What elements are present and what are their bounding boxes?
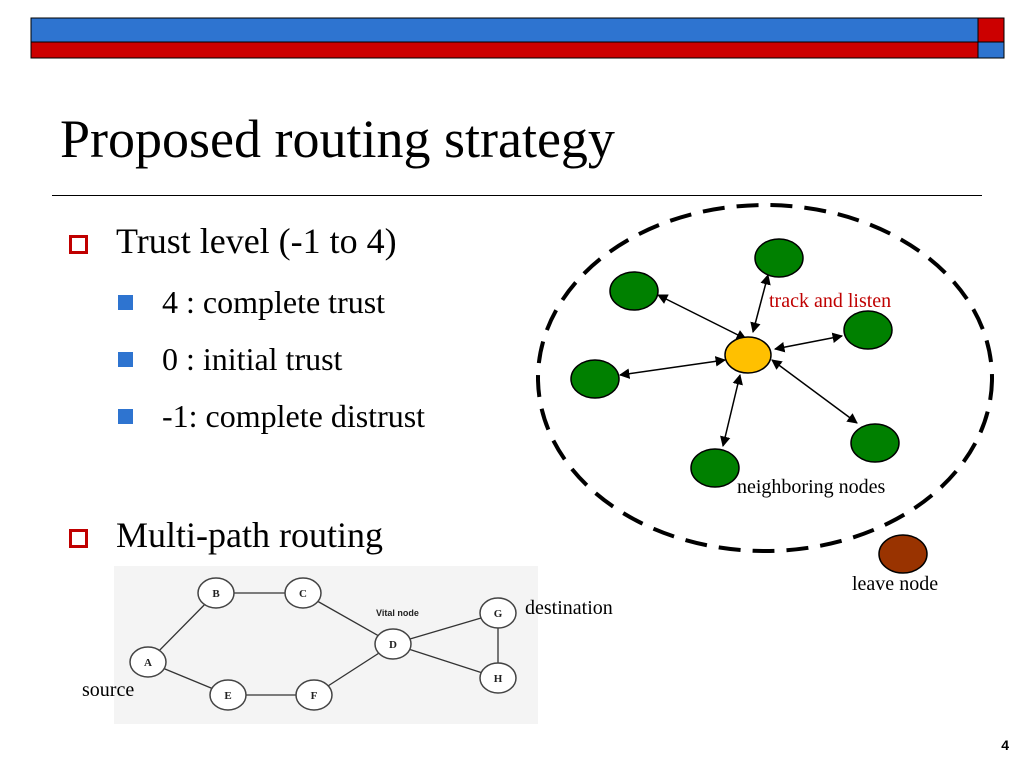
- header-corner-blue: [977, 41, 1005, 59]
- link-arrow: [720, 373, 743, 448]
- trust-neighborhood-diagram: [536, 203, 994, 574]
- neighbor-node: [843, 310, 893, 350]
- neighbor-node: [850, 423, 900, 463]
- link-arrow: [771, 359, 858, 424]
- bullet-trust-level: Trust level (-1 to 4): [116, 221, 397, 261]
- destination-label: destination: [525, 597, 613, 619]
- graph-node-e: [209, 679, 247, 711]
- link-arrow: [773, 332, 844, 353]
- sub-bullet-complete-distrust: -1: complete distrust: [162, 398, 426, 434]
- header-red-bar: [30, 41, 979, 59]
- graph-node-b: [197, 577, 235, 609]
- monitoring-node: [724, 336, 772, 374]
- sub-bullet-complete-trust: 4 : complete trust: [162, 284, 386, 320]
- link-arrow: [750, 273, 771, 334]
- graph-node-c-label: C: [299, 588, 307, 600]
- header-blue-bar: [30, 17, 979, 43]
- neighboring-nodes-label: neighboring nodes: [737, 476, 886, 498]
- link-arrow: [618, 356, 727, 379]
- link-arrow: [657, 294, 747, 340]
- sub-bullet-square-icon: [118, 352, 133, 367]
- neighborhood-boundary: [536, 203, 994, 553]
- bullet-multi-path-routing: Multi-path routing: [116, 515, 383, 555]
- graph-node-f: [295, 679, 333, 711]
- leave-node: [878, 534, 928, 574]
- header-corner-red: [977, 17, 1005, 43]
- vital-node-label: Vital node: [376, 608, 419, 618]
- bullet-hollow-square-icon: [69, 529, 88, 548]
- slide-title: Proposed routing strategy: [60, 109, 615, 169]
- graph-node-f-label: F: [311, 690, 318, 702]
- source-label: source: [82, 679, 135, 701]
- neighbor-node: [609, 271, 659, 311]
- neighbor-node: [690, 448, 740, 488]
- title-divider: [52, 195, 982, 196]
- bullet-hollow-square-icon: [69, 235, 88, 254]
- graph-node-a: [129, 646, 167, 678]
- leave-node-label: leave node: [852, 573, 939, 595]
- sub-bullet-initial-trust: 0 : initial trust: [162, 341, 343, 377]
- routing-graph-diagram: A B C D E F G H Vital node: [114, 566, 538, 724]
- track-and-listen-label: track and listen: [769, 290, 892, 312]
- neighbor-node: [754, 238, 804, 278]
- sub-bullet-square-icon: [118, 409, 133, 424]
- graph-node-d: [374, 628, 412, 660]
- page-number: 4: [1001, 737, 1009, 753]
- neighbor-node: [570, 359, 620, 399]
- graph-node-d-label: D: [389, 639, 397, 651]
- sub-bullet-square-icon: [118, 295, 133, 310]
- graph-node-e-label: E: [224, 690, 231, 702]
- graph-node-h: [479, 662, 517, 694]
- graph-node-g: [479, 597, 517, 629]
- graph-node-a-label: A: [144, 657, 152, 669]
- header-bars: [30, 17, 1005, 59]
- graph-node-c: [284, 577, 322, 609]
- graph-node-b-label: B: [212, 588, 220, 600]
- graph-node-h-label: H: [494, 673, 503, 685]
- graph-node-g-label: G: [494, 608, 503, 620]
